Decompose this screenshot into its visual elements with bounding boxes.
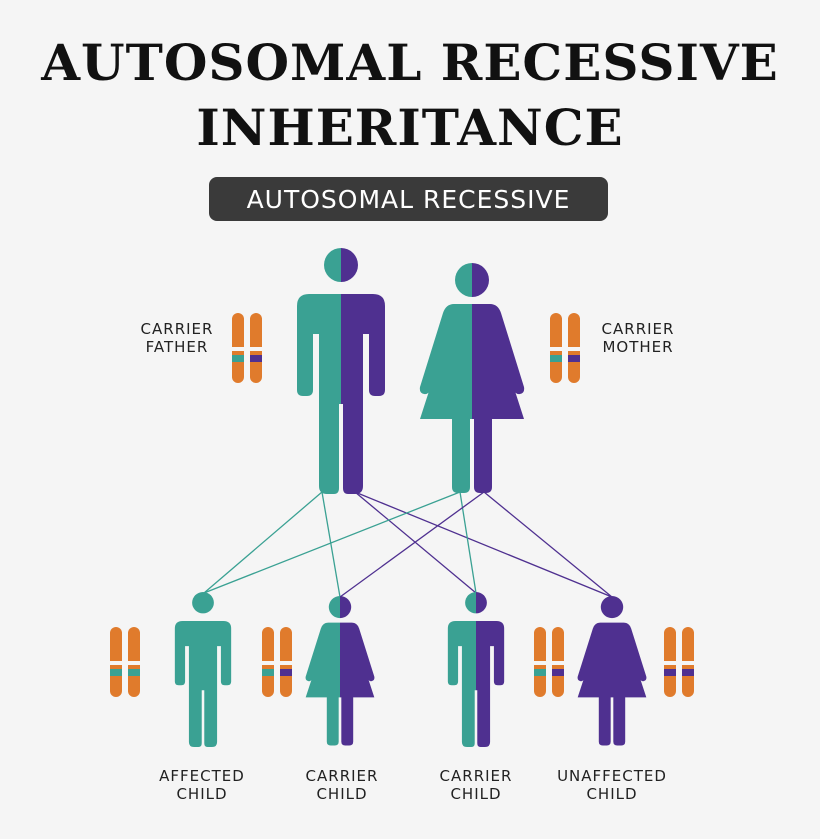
father-chromosomes: [232, 313, 262, 383]
child-label-carrier-2: CARRIER CHILD: [416, 767, 536, 803]
child-label-line1: AFFECTED: [159, 767, 245, 785]
child-label-line2: CHILD: [586, 785, 638, 803]
mother-label-line1: CARRIER: [601, 320, 675, 338]
child-label-line1: CARRIER: [305, 767, 379, 785]
mother-figure: [420, 263, 524, 493]
carrier-child-male-figure: [448, 592, 504, 747]
father-label-line2: FATHER: [145, 338, 209, 356]
child-label-line1: CARRIER: [439, 767, 513, 785]
child-label-line2: CHILD: [316, 785, 368, 803]
unaffected-child-chromosomes: [664, 627, 694, 697]
father-label: CARRIER FATHER: [128, 320, 226, 356]
mode-badge: AUTOSOMAL RECESSIVE: [209, 177, 608, 221]
carrier-child-female-figure: [306, 596, 375, 746]
title-line-1: AUTOSOMAL RECESSIVE: [41, 33, 779, 92]
child-label-line2: CHILD: [450, 785, 502, 803]
father-figure: [297, 248, 385, 494]
affected-child-figure: [174, 592, 232, 747]
child-label-unaffected: UNAFFECTED CHILD: [540, 767, 684, 803]
child-label-line1: UNAFFECTED: [557, 767, 667, 785]
carrier-child-2-chromosomes: [534, 627, 564, 697]
affected-child-chromosomes: [110, 627, 140, 697]
carrier-child-1-chromosomes: [262, 627, 292, 697]
father-label-line1: CARRIER: [140, 320, 214, 338]
mother-label: CARRIER MOTHER: [588, 320, 688, 356]
mother-label-line2: MOTHER: [602, 338, 674, 356]
unaffected-child-figure: [577, 596, 647, 746]
title-line-2: INHERITANCE: [196, 98, 624, 157]
child-label-line2: CHILD: [176, 785, 228, 803]
child-label-carrier-1: CARRIER CHILD: [282, 767, 402, 803]
mother-chromosomes: [550, 313, 580, 383]
child-label-affected: AFFECTED CHILD: [142, 767, 262, 803]
inheritance-lines: [203, 491, 613, 598]
